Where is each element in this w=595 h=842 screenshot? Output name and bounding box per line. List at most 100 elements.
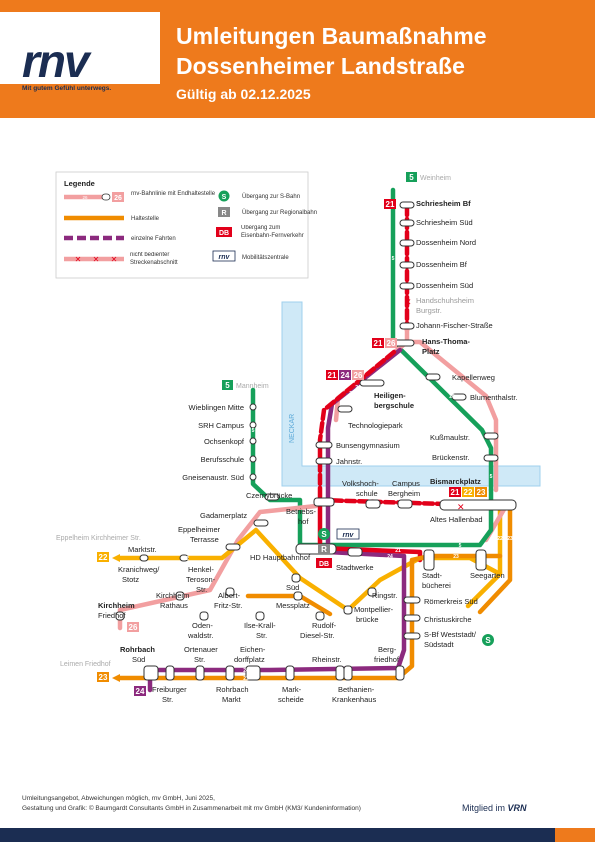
badge-5-weinheim: 5: [409, 173, 414, 182]
line-label-22a: 22: [497, 536, 503, 542]
stop-rudolf-diesel: [315, 611, 325, 621]
regional-icon-letter: R: [321, 545, 327, 554]
badge-5-mannheim-bg: [222, 380, 233, 390]
badge-21-schriesheim: 21: [386, 200, 395, 209]
label-eichendorff-2: dorffplatz: [234, 655, 265, 664]
label-christuskirche: Christuskirche: [424, 615, 472, 624]
logo-slogan: Mit gutem Gefühl unterwegs.: [22, 85, 112, 92]
label-heiligenberg-2: bergschule: [374, 401, 414, 410]
legend-rnv-letter: rnv: [219, 254, 231, 261]
direction-weinheim: Weinheim: [420, 175, 451, 182]
line-label-23b: 23: [243, 676, 249, 682]
badge-26-kirch-bg: [127, 622, 139, 632]
stop-czerny: [264, 493, 280, 501]
unserved-handschuhsheim-mark: ✕: [404, 297, 412, 307]
stop-johann-fischer: [399, 322, 415, 330]
direction-eppelheim: Eppelheim Kirchheimer Str.: [56, 535, 141, 542]
db-icon: [316, 558, 332, 568]
stop-srh: [249, 421, 257, 429]
valid-date: Gültig ab 02.12.2025: [176, 86, 311, 102]
header-bar: rnv Mit gutem Gefühl unterwegs. Umleitun…: [0, 0, 595, 118]
stop-wieblingen: [249, 403, 257, 411]
stop-ochsenkopf: [249, 437, 257, 445]
label-rohrbach-sued-2: Süd: [132, 655, 145, 664]
direction-mannheim: Mannheim: [236, 383, 269, 390]
badge-21-heil-bg: [326, 370, 338, 380]
stop-kirchheim-rathaus: [175, 591, 185, 601]
stop-blumenthal: [451, 393, 467, 401]
stop-volkshoch: [365, 499, 381, 509]
legend-rnv-icon: [212, 250, 236, 262]
label-eichendorff-1: Eichen-: [240, 645, 266, 654]
stop-ilse-krall: [255, 611, 265, 621]
label-eppelheimer-2: Terrasse: [190, 535, 219, 544]
stop-campus: [397, 499, 413, 509]
stop-bismarck: [439, 499, 517, 511]
stop-messplatz: [293, 591, 303, 601]
stop-ortenauer: [195, 665, 205, 681]
label-hd-hbf: HD Hauptbahnhof: [250, 553, 311, 562]
label-bethanien-1: Bethanien-: [338, 685, 375, 694]
label-henkel-2: Teroson-: [186, 575, 216, 584]
label-bergfriedhof-1: Berg-: [378, 645, 397, 654]
line-label-5-east: 5: [490, 474, 493, 480]
label-stadtwerke: Stadtwerke: [336, 563, 374, 572]
legend-item-unserved-wrap: nicht bedienter Streckenabschnitt: [130, 252, 178, 266]
label-freiburger-1: Freiburger: [152, 685, 187, 694]
label-bismarck: Bismarckplatz: [430, 477, 481, 486]
badge-24-rohr: 24: [136, 687, 145, 696]
badge-22-eppel: 22: [99, 553, 108, 562]
legend-end-stop: [101, 193, 111, 201]
legend-db-text-icon: DB: [219, 230, 229, 237]
stop-betriebshof: [313, 497, 335, 507]
stop-gadamer: [253, 519, 269, 527]
label-dossenheim-sued: Dossenheim Süd: [416, 281, 473, 290]
label-jahnstr: Jahnstr.: [336, 457, 362, 466]
label-markscheide-1: Mark-: [282, 685, 302, 694]
stop-eichendorff: [245, 665, 261, 681]
unserved-hallenbad-mark: ✕: [457, 502, 465, 512]
stop-bunsen: [315, 441, 333, 449]
line-5-north: [390, 187, 494, 493]
badge-22-eppel-bg: [97, 552, 109, 562]
page-title-line2: Dossenheimer Landstraße: [176, 53, 465, 79]
line-label-5-south: 5: [459, 543, 462, 549]
label-stadtbuecherei-1: Stadt-: [422, 571, 443, 580]
label-ortenauer-2: Str.: [194, 655, 205, 664]
label-czerny: Czernybrücke: [246, 491, 292, 500]
stop-weststadt: [403, 632, 421, 640]
stop-dossenheim-sued: [399, 282, 415, 290]
s-bahn-weststadt-letter: S: [485, 636, 491, 645]
label-kranichweg-2: Stotz: [122, 575, 139, 584]
label-weststadt-2: Südstadt: [424, 640, 455, 649]
bottom-bar: [0, 828, 595, 842]
badge-26-kirch: 26: [129, 623, 138, 632]
s-bahn-icon-letter: S: [321, 530, 327, 539]
label-rudolf-diesel-1: Rudolf-: [312, 621, 337, 630]
label-roemerkreis: Römerkreis Süd: [424, 597, 478, 606]
label-rohrbach-markt-1: Rohrbach: [216, 685, 249, 694]
label-srh: SRH Campus: [198, 421, 244, 430]
label-albert-fritz-1: Albert-: [218, 591, 241, 600]
stop-stadtbuecherei: [423, 549, 435, 571]
label-schriesheim-sued: Schriesheim Süd: [416, 218, 473, 227]
stop-kranichweg: [179, 554, 189, 562]
label-kussmaul: Kußmaulstr.: [430, 433, 470, 442]
label-freiburger-2: Str.: [162, 695, 173, 704]
label-dossenheim-bf: Dossenheim Bf: [416, 260, 468, 269]
badge-26-heil-bg: [352, 370, 364, 380]
legend-db-text-wrap: Übergang zum Eisenbahn-Fernverkehr: [241, 225, 304, 239]
footer-line1: Umleitungsangebot, Abweichungen möglich,…: [22, 795, 215, 802]
stop-jahnstr: [315, 457, 333, 465]
legend-item-line: rnv-Bahnlinie mit Endhaltestelle: [131, 191, 216, 197]
badge-21-hth: 21: [374, 339, 383, 348]
stop-brueckenstr: [483, 454, 499, 462]
badge-23-bis: 23: [477, 488, 486, 497]
line-23-bismarck: [477, 503, 513, 615]
legend-regional-icon: [218, 207, 230, 217]
label-berufsschule: Berufsschule: [201, 455, 244, 464]
stop-bergfriedhof: [395, 665, 405, 681]
line-label-22b: 22: [183, 556, 189, 562]
label-bunsen: Bunsengymnasium: [336, 441, 400, 450]
label-schriesheim-bf: Schriesheim Bf: [416, 199, 471, 208]
